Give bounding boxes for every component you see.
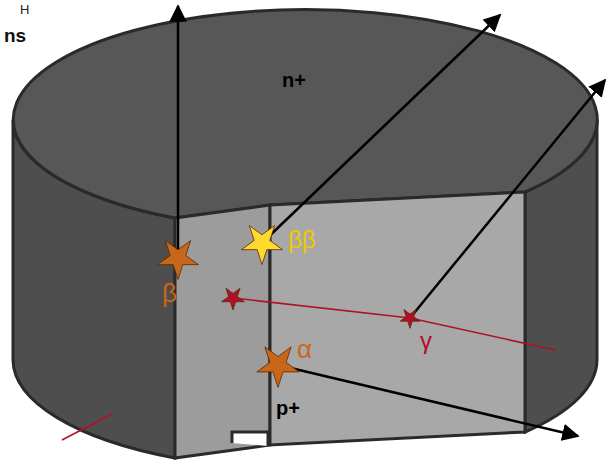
particle-label: β <box>162 280 177 306</box>
gamma-track <box>233 298 555 350</box>
interaction-star <box>158 241 199 280</box>
contact-label: n+ <box>282 70 306 90</box>
p-contact-groove <box>232 432 268 446</box>
interaction-star <box>222 288 245 310</box>
header-fragment: ns <box>4 26 26 45</box>
particle-label: ββ <box>288 228 316 252</box>
interaction-star <box>400 310 420 329</box>
particle-label: γ <box>420 329 432 353</box>
contact-label: p+ <box>276 398 300 418</box>
interaction-stars <box>158 226 420 388</box>
beta-arrow <box>177 6 180 258</box>
alpha-arrow <box>278 365 578 436</box>
gamma-track <box>62 414 112 440</box>
top-surface <box>13 10 597 218</box>
interaction-star <box>257 347 299 387</box>
cut-face <box>270 192 525 445</box>
header-fragment: H <box>20 3 29 16</box>
double-beta-arrow <box>262 15 500 243</box>
interaction-star <box>242 226 283 265</box>
gamma-arrow <box>410 80 605 318</box>
particle-label: α <box>297 336 312 362</box>
